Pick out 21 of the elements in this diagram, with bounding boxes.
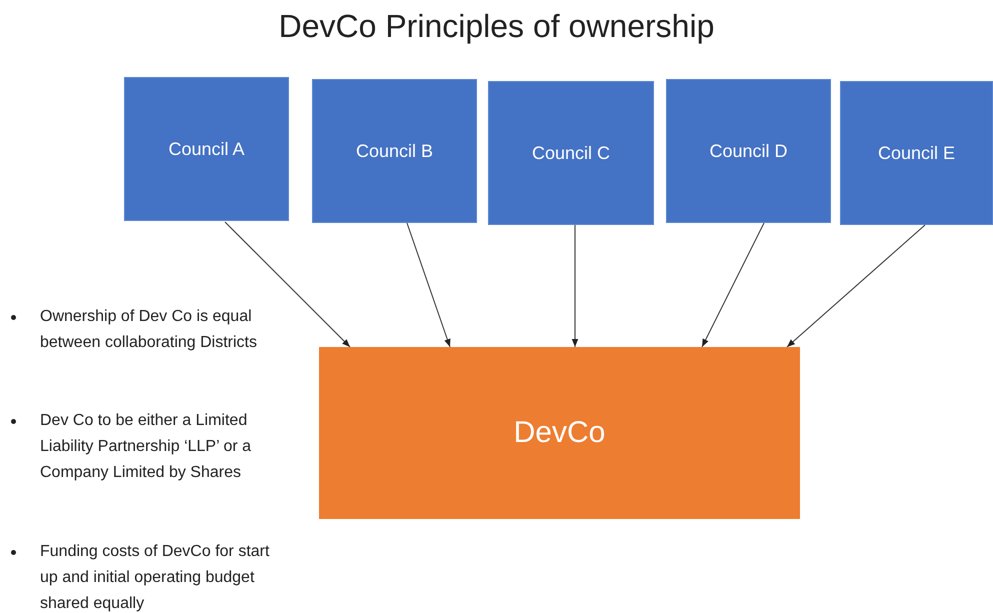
node-label: DevCo: [514, 416, 606, 450]
arrow: [572, 224, 578, 348]
bullet-text: Funding costs of DevCo for start up and initial operating budget shared equally: [40, 542, 270, 613]
council-box: [312, 79, 477, 223]
node-label: Council B: [356, 140, 434, 162]
council-box: [840, 81, 993, 225]
arrow: [224, 222, 350, 348]
arrow: [406, 222, 450, 348]
council-box: [124, 77, 289, 221]
council-box: [666, 79, 831, 223]
node-label: Council D: [709, 140, 788, 162]
diagram-title: DevCo Principles of ownership: [278, 8, 716, 45]
node-label: Council A: [168, 138, 245, 160]
arrow: [786, 224, 926, 348]
bullet-text: Ownership of Dev Co is equal between collaborating Districts: [40, 307, 258, 353]
node-label: Council E: [878, 142, 956, 164]
company-box: [319, 347, 800, 519]
council-box: [488, 81, 654, 225]
arrow: [702, 222, 764, 348]
bullet-text: Dev Co to be either a Limited Liability Partnership ‘LLP’ or a Company Limited by Shares: [40, 411, 252, 483]
node-label: Council C: [532, 142, 610, 164]
